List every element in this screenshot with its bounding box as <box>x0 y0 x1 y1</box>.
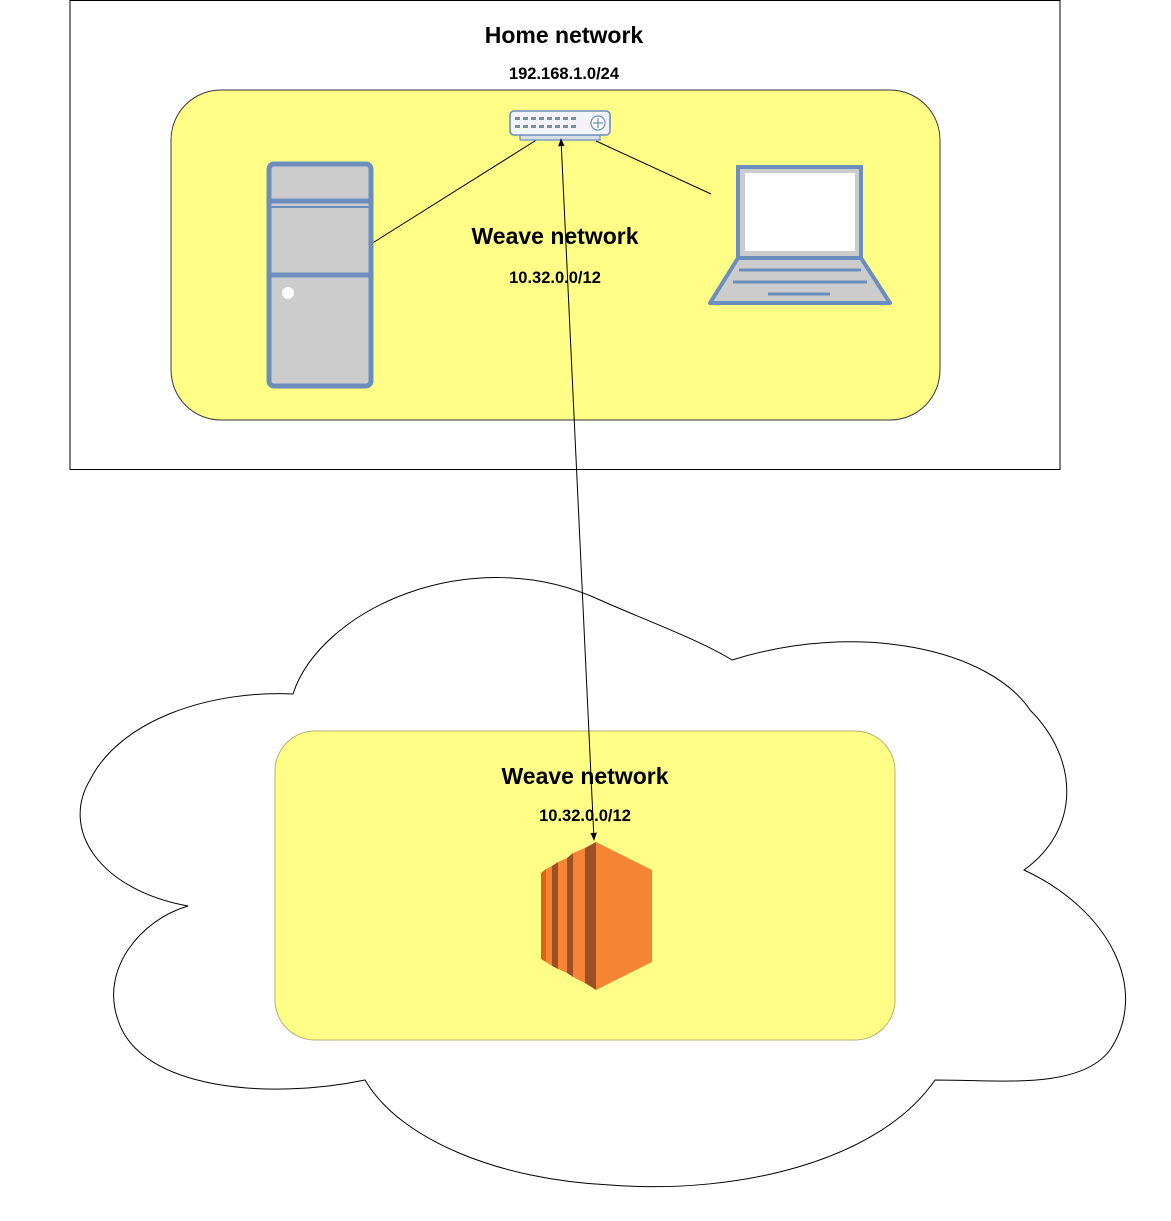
cloud-compute-instance-icon <box>541 842 652 990</box>
cloud-weave-network-title: Weave network <box>501 763 668 789</box>
laptop-icon <box>708 165 892 305</box>
link-switch-to-laptop <box>595 140 712 195</box>
home-network-subnet: 192.168.1.0/24 <box>509 65 620 83</box>
home-weave-network-subnet: 10.32.0.0/12 <box>509 269 601 287</box>
home-network-title: Home network <box>485 22 644 48</box>
network-switch-icon <box>509 110 611 141</box>
cloud-weave-network-subnet: 10.32.0.0/12 <box>539 807 631 825</box>
tower-server-icon <box>266 161 374 389</box>
link-home-to-cloud-arrow <box>558 138 597 841</box>
link-switch-to-server <box>370 138 539 245</box>
home-weave-network-title: Weave network <box>471 223 638 249</box>
